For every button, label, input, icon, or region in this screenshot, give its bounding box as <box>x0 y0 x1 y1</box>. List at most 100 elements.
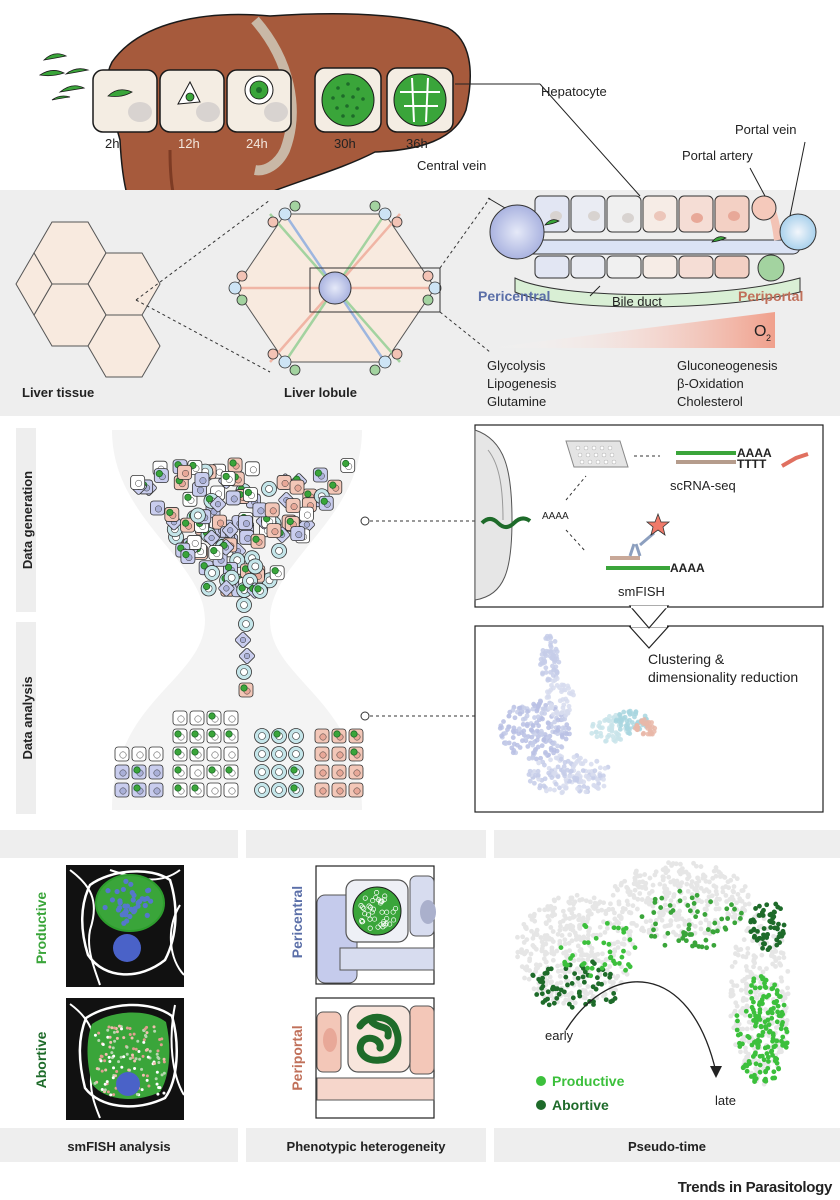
parasite-dot <box>134 767 140 773</box>
parasite-dot <box>226 731 232 737</box>
pseudotime-point <box>612 947 617 952</box>
fish-spot <box>142 1074 145 1077</box>
productive-label: Productive <box>33 892 49 965</box>
pseudotime-point <box>762 926 767 931</box>
pseudotime-point <box>779 950 784 955</box>
single-cell <box>224 729 238 743</box>
pseudotime-point <box>714 868 719 873</box>
pseudotime-point <box>666 860 671 865</box>
fish-spot <box>102 1043 105 1046</box>
parasite-dot <box>253 536 259 542</box>
parasite-dot <box>272 568 278 574</box>
pseudotime-point <box>543 942 548 947</box>
pseudotime-point <box>557 939 562 944</box>
pseudotime-point <box>758 1017 763 1022</box>
pseudotime-point <box>724 899 729 904</box>
cell-nucleus <box>154 770 160 776</box>
umap-point <box>545 636 550 641</box>
pseudotime-point <box>582 923 587 928</box>
pseudotime-point <box>744 1009 749 1014</box>
pseudotime-point <box>704 918 709 923</box>
pseudotime-point <box>747 1059 752 1064</box>
single-cell <box>315 729 329 743</box>
fish-spot <box>117 1060 120 1063</box>
fish-spot <box>141 1088 144 1091</box>
pseudotime-point <box>621 927 626 932</box>
single-cell <box>207 765 221 779</box>
pseudotime-point <box>704 938 709 943</box>
fish-spot <box>143 1038 146 1041</box>
pseudotime-point <box>548 980 553 985</box>
pseudotime-point <box>660 874 665 879</box>
pseudotime-point <box>686 927 691 932</box>
umap-point <box>536 703 541 708</box>
pseudotime-point <box>674 861 679 866</box>
fish-spot <box>103 1059 106 1062</box>
pseudotime-point <box>748 1013 753 1018</box>
umap-point <box>604 738 609 743</box>
pseudotime-point <box>772 1076 777 1081</box>
pseudotime-point <box>759 1025 764 1030</box>
fish-spot <box>131 893 136 898</box>
umap-point <box>558 698 563 703</box>
fish-spot <box>136 1040 139 1043</box>
pseudotime-point <box>633 888 638 893</box>
cell-nucleus <box>304 522 310 528</box>
pseudotime-point <box>776 1067 781 1072</box>
pseudotime-point <box>651 910 656 915</box>
pseudotime-point <box>690 895 695 900</box>
pseudotime-point <box>590 966 595 971</box>
cell-nucleus <box>276 787 283 794</box>
pseudotime-point <box>758 1063 763 1068</box>
single-cell <box>289 783 304 798</box>
umap-point <box>543 665 548 670</box>
pseudotime-point <box>761 932 766 937</box>
umap-point <box>594 730 599 735</box>
cell-nucleus <box>259 769 266 776</box>
single-cell <box>207 711 221 725</box>
pseudotime-point <box>543 952 548 957</box>
pseudotime-point <box>577 948 582 953</box>
pseudotime-point <box>775 991 780 996</box>
pseudotime-point <box>551 929 556 934</box>
pseudotime-point <box>590 904 595 909</box>
pseudotime-point <box>677 889 682 894</box>
fish-spot <box>118 900 123 905</box>
cell-nucleus <box>224 586 230 592</box>
cell-24h <box>227 70 291 132</box>
cell-nucleus <box>154 752 160 758</box>
pseudotime-point <box>780 1020 785 1025</box>
pseudotime-point <box>567 932 572 937</box>
pseudotime-point <box>692 901 697 906</box>
pseudotime-point <box>603 972 608 977</box>
periportal-label: Periportal <box>738 288 803 304</box>
pipeline-connectors <box>361 517 475 720</box>
parasite-dot <box>156 470 162 476</box>
timepoint-12h: 12h <box>178 136 200 151</box>
pseudotime-point <box>561 919 566 924</box>
fish-spot <box>116 907 121 912</box>
fish-spot <box>103 905 108 910</box>
umap-point <box>541 783 546 788</box>
pseudotime-point <box>582 980 587 985</box>
fish-spot <box>153 1025 156 1028</box>
umap-point <box>506 724 511 729</box>
pseudotime-point <box>785 969 790 974</box>
parasite-dot <box>291 767 297 773</box>
pseudotime-point <box>651 883 656 888</box>
pseudotime-point <box>611 991 616 996</box>
umap-point <box>596 786 601 791</box>
umap-point <box>540 731 545 736</box>
single-cell <box>173 783 187 797</box>
pseudotime-point <box>742 1059 747 1064</box>
pseudotime-point <box>594 936 599 941</box>
fish-spot <box>109 1036 112 1039</box>
umap-point <box>542 763 547 768</box>
pseudotime-point <box>622 937 627 942</box>
pseudotime-point <box>739 911 744 916</box>
single-cell <box>224 711 238 725</box>
pseudotime-point <box>658 905 663 910</box>
fish-spot <box>156 1049 159 1052</box>
parasite-dot <box>183 551 189 557</box>
fish-spot <box>104 1088 107 1091</box>
